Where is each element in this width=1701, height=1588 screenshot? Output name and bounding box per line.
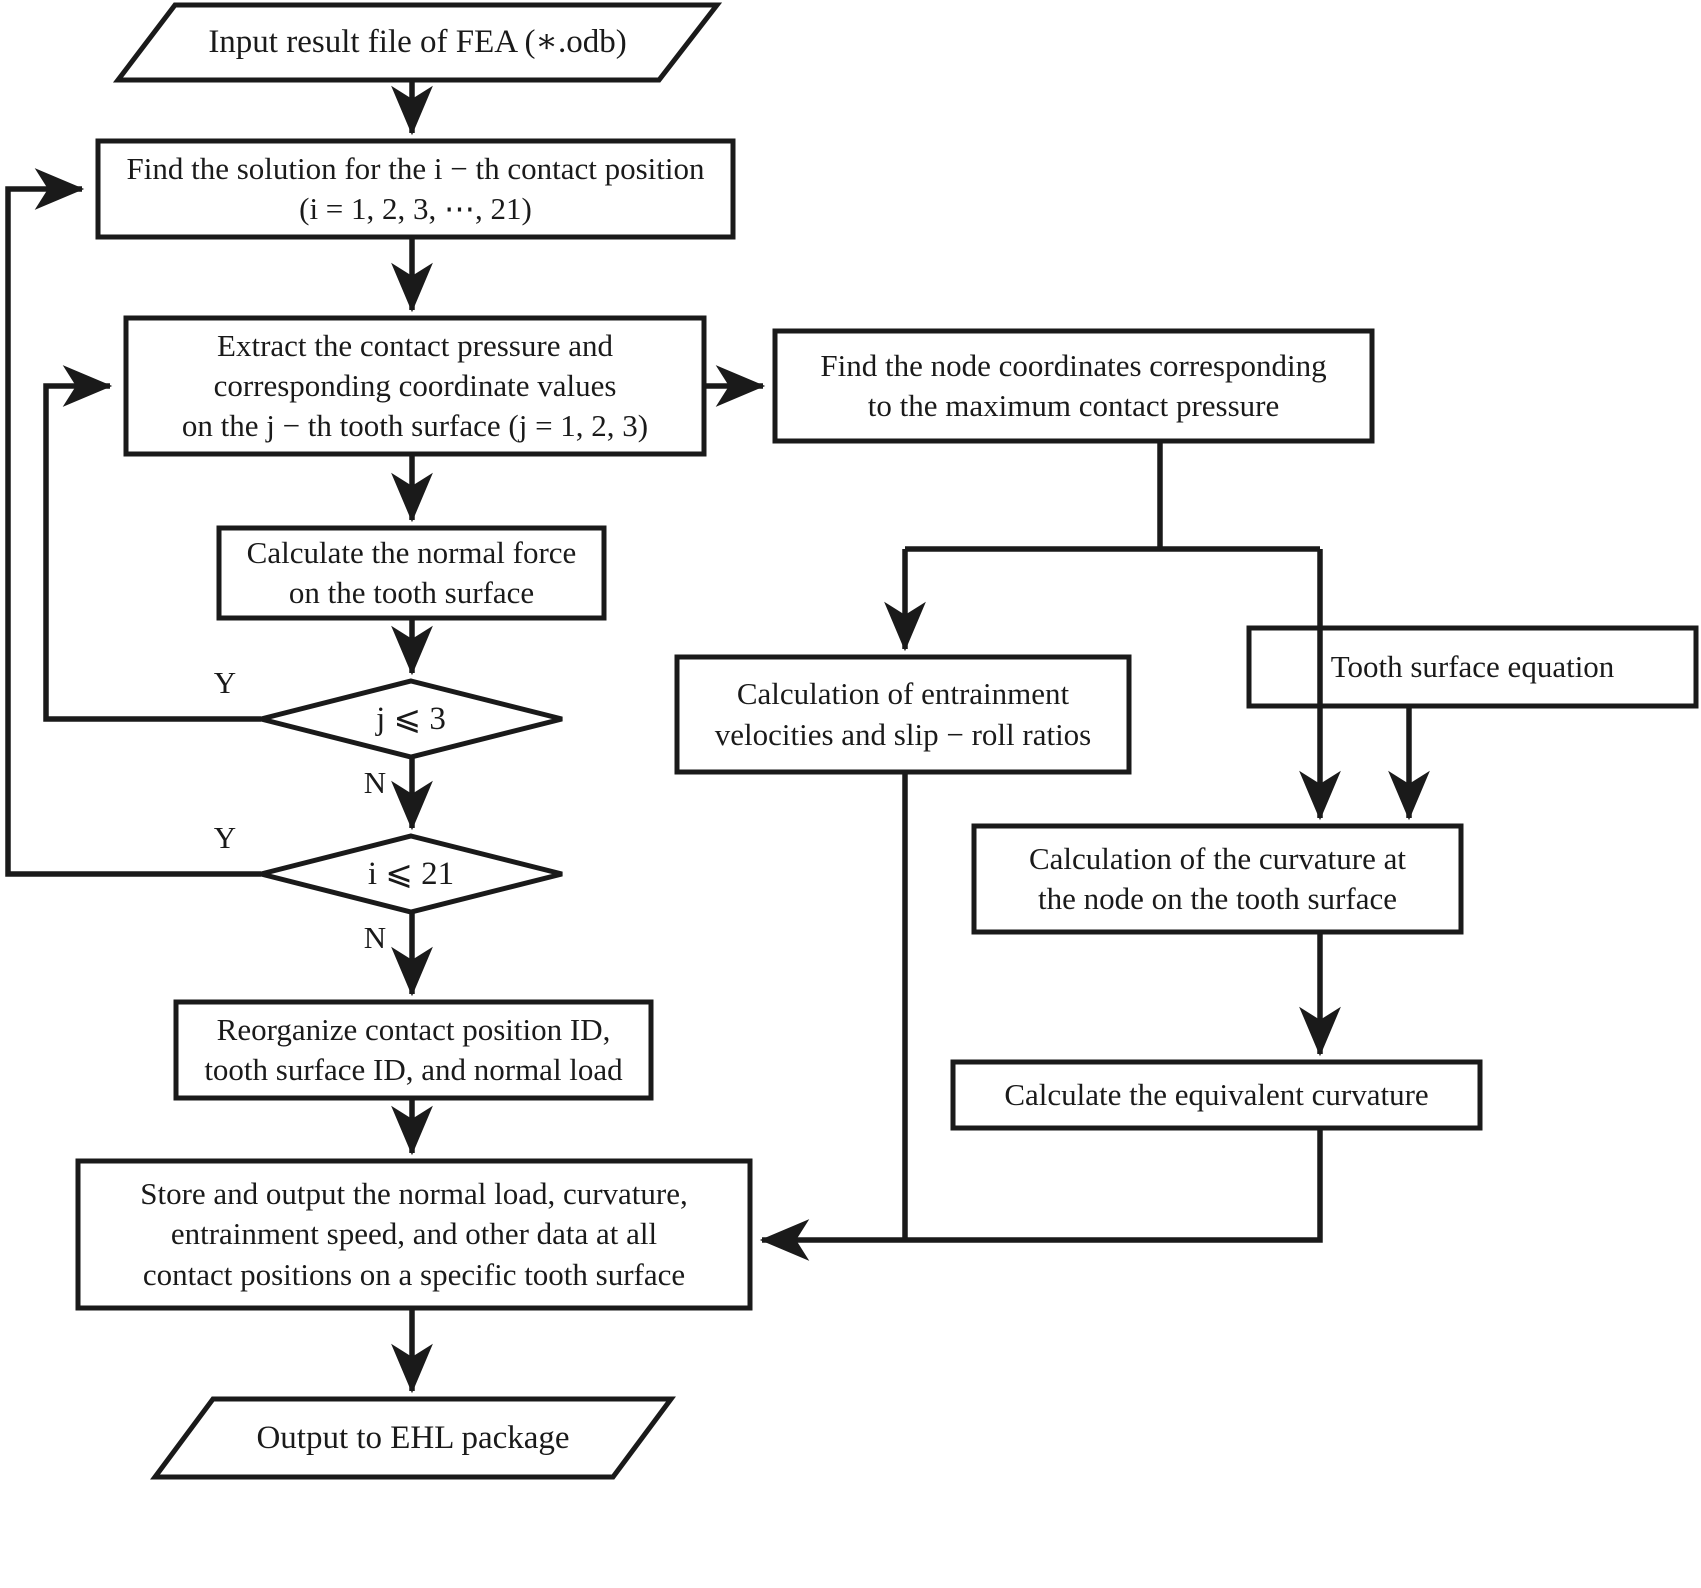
node-shape-calc-entrainment: [674, 654, 1132, 775]
edge-equivalent-curvature-to-store: [759, 1128, 1323, 1261]
edge-decision-i-yes-loop: [5, 168, 261, 877]
node-shape-calc-equivalent-curvature: [950, 1059, 1483, 1131]
node-shape-calc-curvature-node: [971, 823, 1464, 935]
node-shape-tooth-surface-equation: [1246, 625, 1699, 709]
edge-label-decision-j-yes: Y: [213, 665, 237, 700]
node-shape-decision-j: [260, 678, 563, 760]
node-shape-decision-i: [260, 833, 563, 915]
edge-label-decision-i-no: N: [363, 920, 387, 955]
edge-decision-j-yes-loop: [43, 365, 261, 722]
node-shape-calc-normal-force: [216, 525, 607, 621]
edge-label-decision-j-no: N: [363, 765, 387, 800]
node-shape-extract-pressure: [123, 315, 707, 457]
node-shape-input-file: [112, 2, 723, 83]
edge-label-decision-i-yes: Y: [213, 820, 237, 855]
node-shape-output-ehl: [150, 1396, 676, 1480]
node-shape-store-output: [75, 1158, 753, 1311]
edge-find-node-coords-split: [905, 441, 1320, 552]
node-shape-find-node-coords: [772, 328, 1375, 444]
node-shape-reorganize: [173, 999, 654, 1101]
node-shape-find-solution: [95, 138, 736, 240]
